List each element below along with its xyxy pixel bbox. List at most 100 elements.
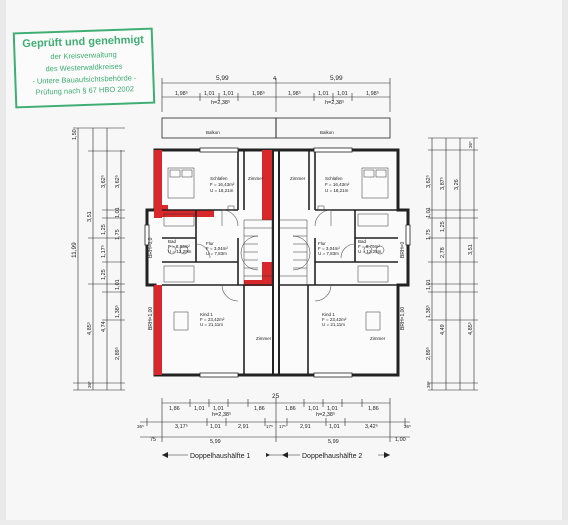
right-dim: 3,62⁵ (425, 175, 432, 188)
balkon-label-left: Balkon (206, 130, 220, 135)
house-labels: Doppelhaushälfte 1 Doppelhaushälfte 2 (162, 450, 390, 460)
top-dim-separator: 4 (273, 76, 276, 82)
right-dim: 36⁵ (468, 141, 473, 148)
stamp-line: Prüfung nach § 67 HBO 2002 (35, 84, 135, 97)
right-dimension-labels: 3,62⁵ 3,87⁵ 3,26 2,78 1,25 4,49 36⁵ 3,51… (425, 141, 474, 388)
room-perimeter: U = 18,21m (210, 188, 234, 193)
room-name: Schlafen (210, 176, 228, 181)
top-dim-segment: 1,98⁵ (252, 90, 265, 97)
right-dim: 2,78 (440, 247, 446, 258)
bottom-dim: 36⁵ (137, 424, 144, 429)
brh-label: BRH=0 (400, 242, 406, 258)
room-name: Zimmer (248, 176, 264, 181)
bottom-dimensions (140, 398, 410, 442)
right-dimensions (428, 137, 478, 391)
room-perimeter: U = 7,83m (206, 251, 227, 256)
right-dim: 3,26 (454, 179, 460, 190)
right-dim: 1,01 (426, 207, 432, 218)
bottom-dim: 1,86 (368, 406, 379, 412)
top-dim-segment: 1,01 (318, 91, 329, 97)
left-dim: 1,75 (115, 229, 121, 240)
left-dim: 3,62⁵ (100, 175, 107, 188)
right-dim: 2,89⁵ (425, 347, 432, 360)
room-name: Schlafen (325, 176, 343, 181)
left-dim: 4,74 (101, 321, 107, 332)
room-perimeter: U = 7,83m (318, 251, 339, 256)
room-perimeter: U = 12,29m (168, 249, 192, 254)
left-dim: 1,25 (101, 269, 107, 280)
right-dim: 1,01 (426, 279, 432, 290)
bottom-dim-house2: 5,99 (328, 439, 339, 445)
left-dimension-labels: 1,50 11,99 3,51 4,85⁵ 36⁵ 3,62⁵ 1,25 1,1… (71, 129, 121, 388)
right-dim: 3,87⁵ (439, 177, 446, 190)
right-dim: 4,49 (440, 324, 446, 335)
left-dim: 1,50 (72, 129, 78, 140)
left-dim: 3,51 (87, 211, 93, 222)
top-window-height-right: h=2,38⁵ (325, 99, 344, 106)
bottom-dimension-labels: 25 1,86 1,01 1,01 1,86 1,86 1,01 1,01 1,… (137, 393, 411, 445)
room-area: F = 3,04m² (206, 246, 228, 251)
top-dim-segment: 1,01 (337, 91, 348, 97)
left-dim: 3,62⁵ (114, 175, 121, 188)
right-dim: 3,51 (468, 244, 474, 255)
bottom-dim: 2,91 (238, 424, 249, 430)
bottom-dim: 1,01 (210, 424, 221, 430)
bottom-dim: 1,00 (395, 437, 406, 443)
bottom-dim: 1,01 (329, 424, 340, 430)
approval-stamp: Geprüft und genehmigt der Kreisverwaltun… (12, 27, 156, 109)
bottom-dim: 75 (150, 437, 156, 443)
bottom-dim: 1,01 (213, 406, 224, 412)
room-perimeter: U = 21,11m (322, 322, 345, 327)
left-dim: 1,25 (101, 224, 107, 235)
left-dim: 1,17⁵ (100, 245, 107, 258)
top-dim-segment: 1,98⁵ (366, 90, 379, 97)
bottom-dim: 2,91 (300, 424, 311, 430)
top-window-height-left: h=2,38⁵ (211, 99, 230, 106)
right-dim: 1,25 (440, 221, 446, 232)
bottom-dim: 1,01 (194, 406, 205, 412)
left-dim: 1,38⁵ (114, 305, 121, 318)
right-dim: 1,38⁵ (425, 305, 432, 318)
room-name: Kind 1 (322, 312, 335, 317)
bottom-dim-house1: 5,99 (210, 439, 221, 445)
top-dim-house1: 5,99 (216, 75, 229, 82)
top-dim-segment: 1,01 (204, 91, 215, 97)
balkon-label-right: Balkon (320, 130, 334, 135)
room-name: Zimmer (370, 336, 386, 341)
room-perimeter: U = 21,11m (200, 322, 223, 327)
bottom-dim: 1,86 (254, 406, 265, 412)
house2-label: Doppelhaushälfte 2 (302, 453, 362, 460)
bottom-dim: 36⁵ (404, 424, 411, 429)
house1-label: Doppelhaushälfte 1 (190, 453, 250, 460)
stamp-line: des Westerwaldkreises (45, 61, 123, 74)
staircase (240, 219, 311, 286)
brh-label: BRH=1,00 (400, 307, 406, 330)
bottom-dim: 1,86 (285, 406, 296, 412)
room-name: Bad (168, 239, 177, 244)
left-dim: 1,01 (115, 207, 121, 218)
room-area: F = 23,42m² (200, 317, 225, 322)
bottom-dim: 17⁵ (279, 424, 286, 429)
room-area: F = 16,43m² (325, 182, 350, 187)
brh-label: BRH=1,00 (148, 307, 154, 330)
room-name: Bad (358, 239, 367, 244)
right-dim: 36⁵ (426, 381, 431, 388)
top-dim-segment: 1,98⁵ (175, 90, 188, 97)
room-area: F = 16,43m² (210, 182, 235, 187)
stamp-title: Geprüft und genehmigt (22, 33, 145, 51)
left-dim: 1,01 (115, 279, 121, 290)
left-dim: 4,85⁵ (86, 322, 93, 335)
top-dimensions (161, 78, 391, 112)
firewall-highlights (154, 150, 272, 375)
left-dimensions (73, 127, 125, 391)
top-dim-segment: 1,01 (223, 91, 234, 97)
room-name: Flur (318, 241, 326, 246)
room-area: F = 8,83m² (168, 244, 190, 249)
brh-label: BRH=0,0 (148, 237, 154, 258)
bottom-dim: 1,01 (308, 406, 319, 412)
bottom-dim: 3,42⁵ (365, 423, 378, 430)
top-dim-segment: 1,98⁵ (288, 90, 301, 97)
left-dim: 36⁵ (87, 381, 92, 388)
bottom-dim-total: 25 (272, 393, 280, 400)
